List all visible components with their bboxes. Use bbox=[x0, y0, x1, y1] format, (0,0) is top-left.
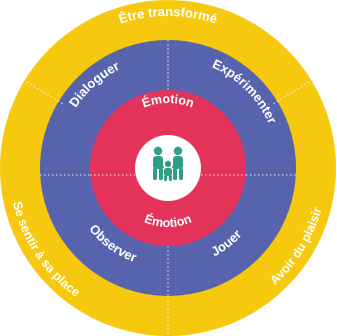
svg-text:Émotion: Émotion bbox=[143, 211, 194, 230]
svg-text:Être transformé: Être transformé bbox=[117, 4, 219, 27]
ring-dividers bbox=[26, 40, 310, 336]
inner-label-top: Émotion bbox=[140, 92, 196, 111]
divider-outer-upper-right bbox=[272, 81, 310, 105]
family-icon bbox=[153, 146, 183, 181]
outer-label-top: Être transformé bbox=[117, 4, 219, 27]
svg-text:Émotion: Émotion bbox=[140, 92, 196, 111]
inner-label-bottom: Émotion bbox=[143, 211, 194, 230]
divider-outer-upper-left bbox=[26, 81, 64, 105]
